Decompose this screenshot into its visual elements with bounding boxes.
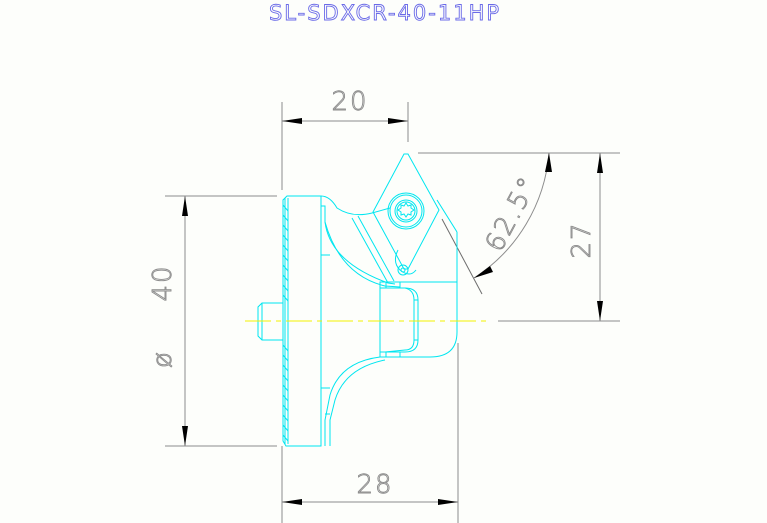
dimension-top-width: 20 <box>281 87 409 190</box>
arrowhead-icon <box>545 153 552 172</box>
arrowhead-icon <box>438 499 458 505</box>
arrowhead-icon <box>388 118 408 124</box>
torx-screw-icon <box>387 192 425 230</box>
arrowhead-icon <box>282 118 302 124</box>
dimension-label-diameter-symbol: ø <box>148 350 178 368</box>
tool-holder-part <box>257 153 458 447</box>
dimension-height: 27 <box>418 152 620 322</box>
arrowhead-icon <box>182 196 188 216</box>
rhombic-insert <box>372 153 440 276</box>
dimension-label-28: 28 <box>356 470 393 500</box>
holder-body <box>320 195 458 446</box>
arrowhead-icon <box>474 266 493 278</box>
dimension-label-20: 20 <box>331 87 368 117</box>
dimension-angle: 62.5° <box>441 152 552 295</box>
arrowhead-icon <box>597 301 603 321</box>
dimension-label-27: 27 <box>567 221 597 258</box>
dimension-label-angle: 62.5° <box>480 171 544 257</box>
arrowhead-icon <box>182 426 188 446</box>
dimension-diameter: ø 40 <box>148 195 277 447</box>
arrowhead-icon <box>597 153 603 173</box>
drawing-title: SL-SDXCR-40-11HP <box>269 1 501 25</box>
dimension-bottom-width: 28 <box>281 343 459 523</box>
dimension-label-40: 40 <box>148 264 178 301</box>
arrowhead-icon <box>282 499 302 505</box>
